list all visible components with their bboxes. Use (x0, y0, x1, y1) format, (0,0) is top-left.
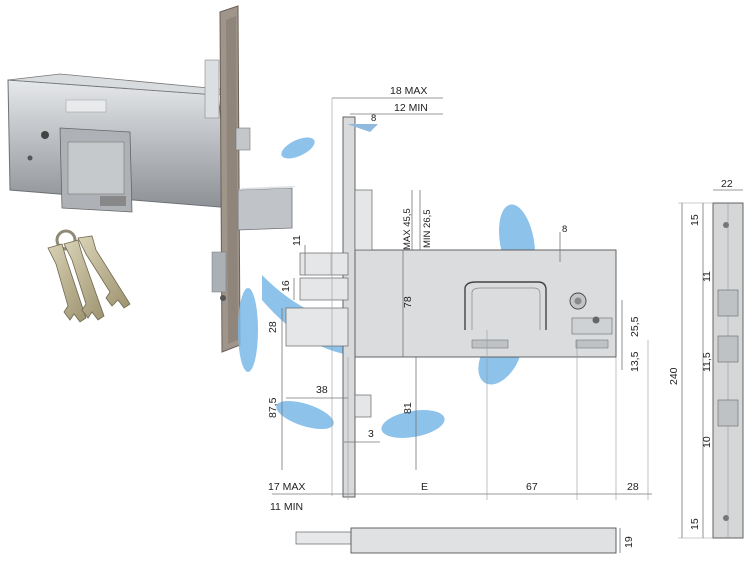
bottom-min-label: 11 MIN (270, 501, 303, 513)
vertical-max-label: MAX 45,5 (402, 208, 413, 250)
dimension-lines (272, 97, 652, 500)
dim-25-5-right: 25,5 (629, 316, 641, 337)
top-screw-dim: 8 (371, 113, 376, 124)
dim-13-5-right: 13,5 (629, 351, 641, 372)
top-max-label: 18 MAX (390, 85, 427, 97)
lock-photo (7, 5, 296, 353)
dim-67-label: 67 (526, 481, 538, 493)
bottom-max-label: 17 MAX (268, 481, 305, 493)
bolt-rod-drawing (295, 527, 621, 554)
keys-photo (47, 229, 131, 323)
height-78-label: 78 (402, 296, 414, 308)
top-min-label: 12 MIN (394, 102, 428, 114)
dim-87-5-left: 87,5 (267, 397, 279, 418)
lock-body-drawing (285, 116, 617, 498)
strike-dim-15-top: 15 (689, 214, 701, 226)
dimension-labels: 18 MAX 12 MIN 8 MAX 45,5 MIN 26,5 78 81 … (267, 85, 733, 548)
strike-width-22: 22 (721, 178, 733, 190)
dim-3-left: 3 (368, 428, 374, 440)
vertical-min-label: MIN 26,5 (422, 209, 433, 248)
strike-plate-drawing (678, 189, 744, 539)
dim-e-label: E (421, 481, 428, 493)
dim-28-bottom: 28 (627, 481, 639, 493)
strike-dim-11-5: 11,5 (701, 352, 713, 372)
dim-28-left: 28 (267, 321, 279, 333)
dim-11-left: 11 (291, 235, 303, 246)
dim-8-right: 8 (562, 224, 567, 235)
bolt-dim-19: 19 (623, 536, 635, 548)
strike-height-240: 240 (668, 367, 680, 385)
strike-dim-11: 11 (701, 271, 713, 282)
strike-dim-10: 10 (701, 436, 713, 448)
height-81-label: 81 (402, 402, 414, 414)
dim-38-left: 38 (316, 384, 328, 396)
strike-dim-15-bottom: 15 (689, 518, 701, 530)
dim-16-left: 16 (280, 280, 292, 292)
